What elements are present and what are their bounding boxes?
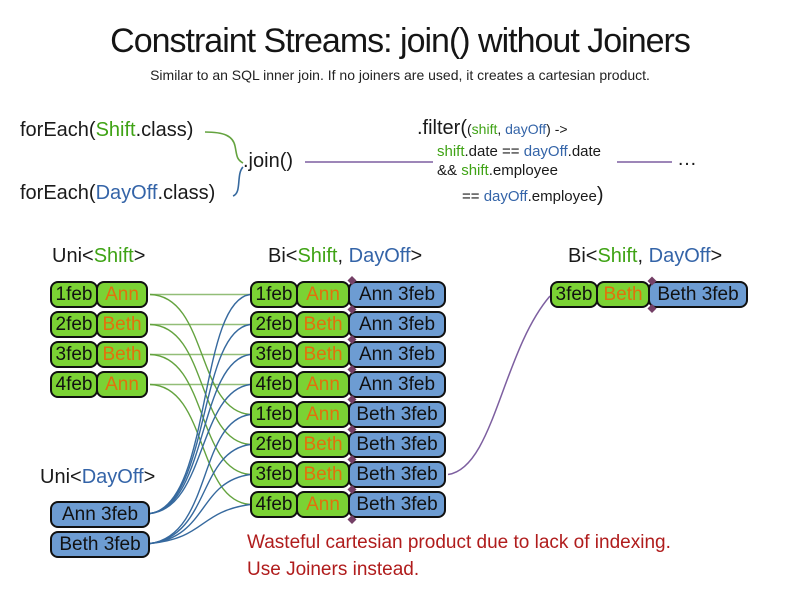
bi-employee-cell: Ann xyxy=(296,491,350,518)
code-ellipsis: … xyxy=(677,148,697,170)
bi-date-cell: 2feb xyxy=(250,431,298,458)
shift-employee-cell: Ann xyxy=(96,281,148,308)
shift-date-cell: 3feb xyxy=(50,341,98,368)
bi-date-cell: 4feb xyxy=(250,491,298,518)
beth-row5-line xyxy=(149,413,251,545)
result-employee-cell: Beth xyxy=(596,281,650,308)
bi-employee-cell: Ann xyxy=(296,371,350,398)
bi-employee-cell: Ann xyxy=(296,401,350,428)
bi-dayoff-cell: Ann 3feb xyxy=(348,341,446,368)
beth-row8-line xyxy=(149,503,251,545)
beth-row7-line xyxy=(149,473,251,545)
code-filter-head: .filter((shift, dayOff) -> xyxy=(417,117,568,139)
bi-date-cell: 1feb xyxy=(250,281,298,308)
warning-line1: Wasteful cartesian product due to lack o… xyxy=(247,532,671,553)
bi-employee-cell: Beth xyxy=(296,461,350,488)
ann-row4-line xyxy=(149,383,251,515)
bi-employee-cell: Ann xyxy=(296,281,350,308)
bi-date-cell: 3feb xyxy=(250,341,298,368)
dayoff-cell: Beth 3feb xyxy=(50,531,150,558)
shift-date-cell: 2feb xyxy=(50,311,98,338)
slide-subtitle: Similar to an SQL inner join. If no join… xyxy=(150,67,650,83)
code-filter-date-line: shift.date == dayOff.date xyxy=(437,143,602,160)
bi-employee-cell: Beth xyxy=(296,431,350,458)
dayoff-join-brace xyxy=(232,166,244,197)
shift2-row6-line xyxy=(149,323,251,446)
shift-employee-cell: Ann xyxy=(96,371,148,398)
bi-dayoff-cell: Ann 3feb xyxy=(348,311,446,338)
bi-dayoff-cell: Ann 3feb xyxy=(348,281,446,308)
code-filter-employee-line2: == dayOff.employee) xyxy=(462,184,604,206)
dayoff-cell: Ann 3feb xyxy=(50,501,150,528)
slide-title: Constraint Streams: join() without Joine… xyxy=(110,22,691,60)
bi-date-cell: 3feb xyxy=(250,461,298,488)
ann-row1-line xyxy=(149,293,251,515)
header-uni-shift: Uni<Shift> xyxy=(52,245,146,267)
ann-row3-line xyxy=(149,353,251,515)
code-filter-employee-line: && shift.employee xyxy=(437,162,558,179)
bi-date-cell: 4feb xyxy=(250,371,298,398)
shift3-row7-line xyxy=(149,353,251,476)
bi-date-cell: 1feb xyxy=(250,401,298,428)
bi-dayoff-cell: Beth 3feb xyxy=(348,401,446,428)
shift4-row8-line xyxy=(149,383,251,506)
ann-row2-line xyxy=(149,323,251,515)
shift-date-cell: 4feb xyxy=(50,371,98,398)
bi-employee-cell: Beth xyxy=(296,341,350,368)
dayoff-row: Beth 3feb xyxy=(50,531,150,558)
bi-dayoff-cell: Ann 3feb xyxy=(348,371,446,398)
code-join: .join() xyxy=(243,150,294,172)
header-uni-dayoff: Uni<DayOff> xyxy=(40,466,156,488)
shift-join-brace xyxy=(204,131,244,164)
shift-employee-cell: Beth xyxy=(96,341,148,368)
result-date-cell: 3feb xyxy=(550,281,598,308)
bi-dayoff-cell: Beth 3feb xyxy=(348,491,446,518)
bi-dayoff-cell: Beth 3feb xyxy=(348,431,446,458)
bi-dayoff-cell: Beth 3feb xyxy=(348,461,446,488)
dayoff-row: Ann 3feb xyxy=(50,501,150,528)
bi-employee-cell: Beth xyxy=(296,311,350,338)
filter-result-line xyxy=(447,295,551,476)
shift-employee-cell: Beth xyxy=(96,311,148,338)
code-foreach-shift: forEach(Shift.class) xyxy=(20,119,194,141)
beth-row6-line xyxy=(149,443,251,545)
header-bi-right: Bi<Shift, DayOff> xyxy=(568,245,723,267)
warning-text: Wasteful cartesian product due to lack o… xyxy=(247,529,671,583)
bi-date-cell: 2feb xyxy=(250,311,298,338)
shift-date-cell: 1feb xyxy=(50,281,98,308)
code-foreach-dayoff: forEach(DayOff.class) xyxy=(20,182,216,204)
shift1-row5-line xyxy=(149,293,251,416)
warning-line2: Use Joiners instead. xyxy=(247,559,420,580)
result-dayoff-cell: Beth 3feb xyxy=(648,281,748,308)
header-bi-mid: Bi<Shift, DayOff> xyxy=(268,245,423,267)
